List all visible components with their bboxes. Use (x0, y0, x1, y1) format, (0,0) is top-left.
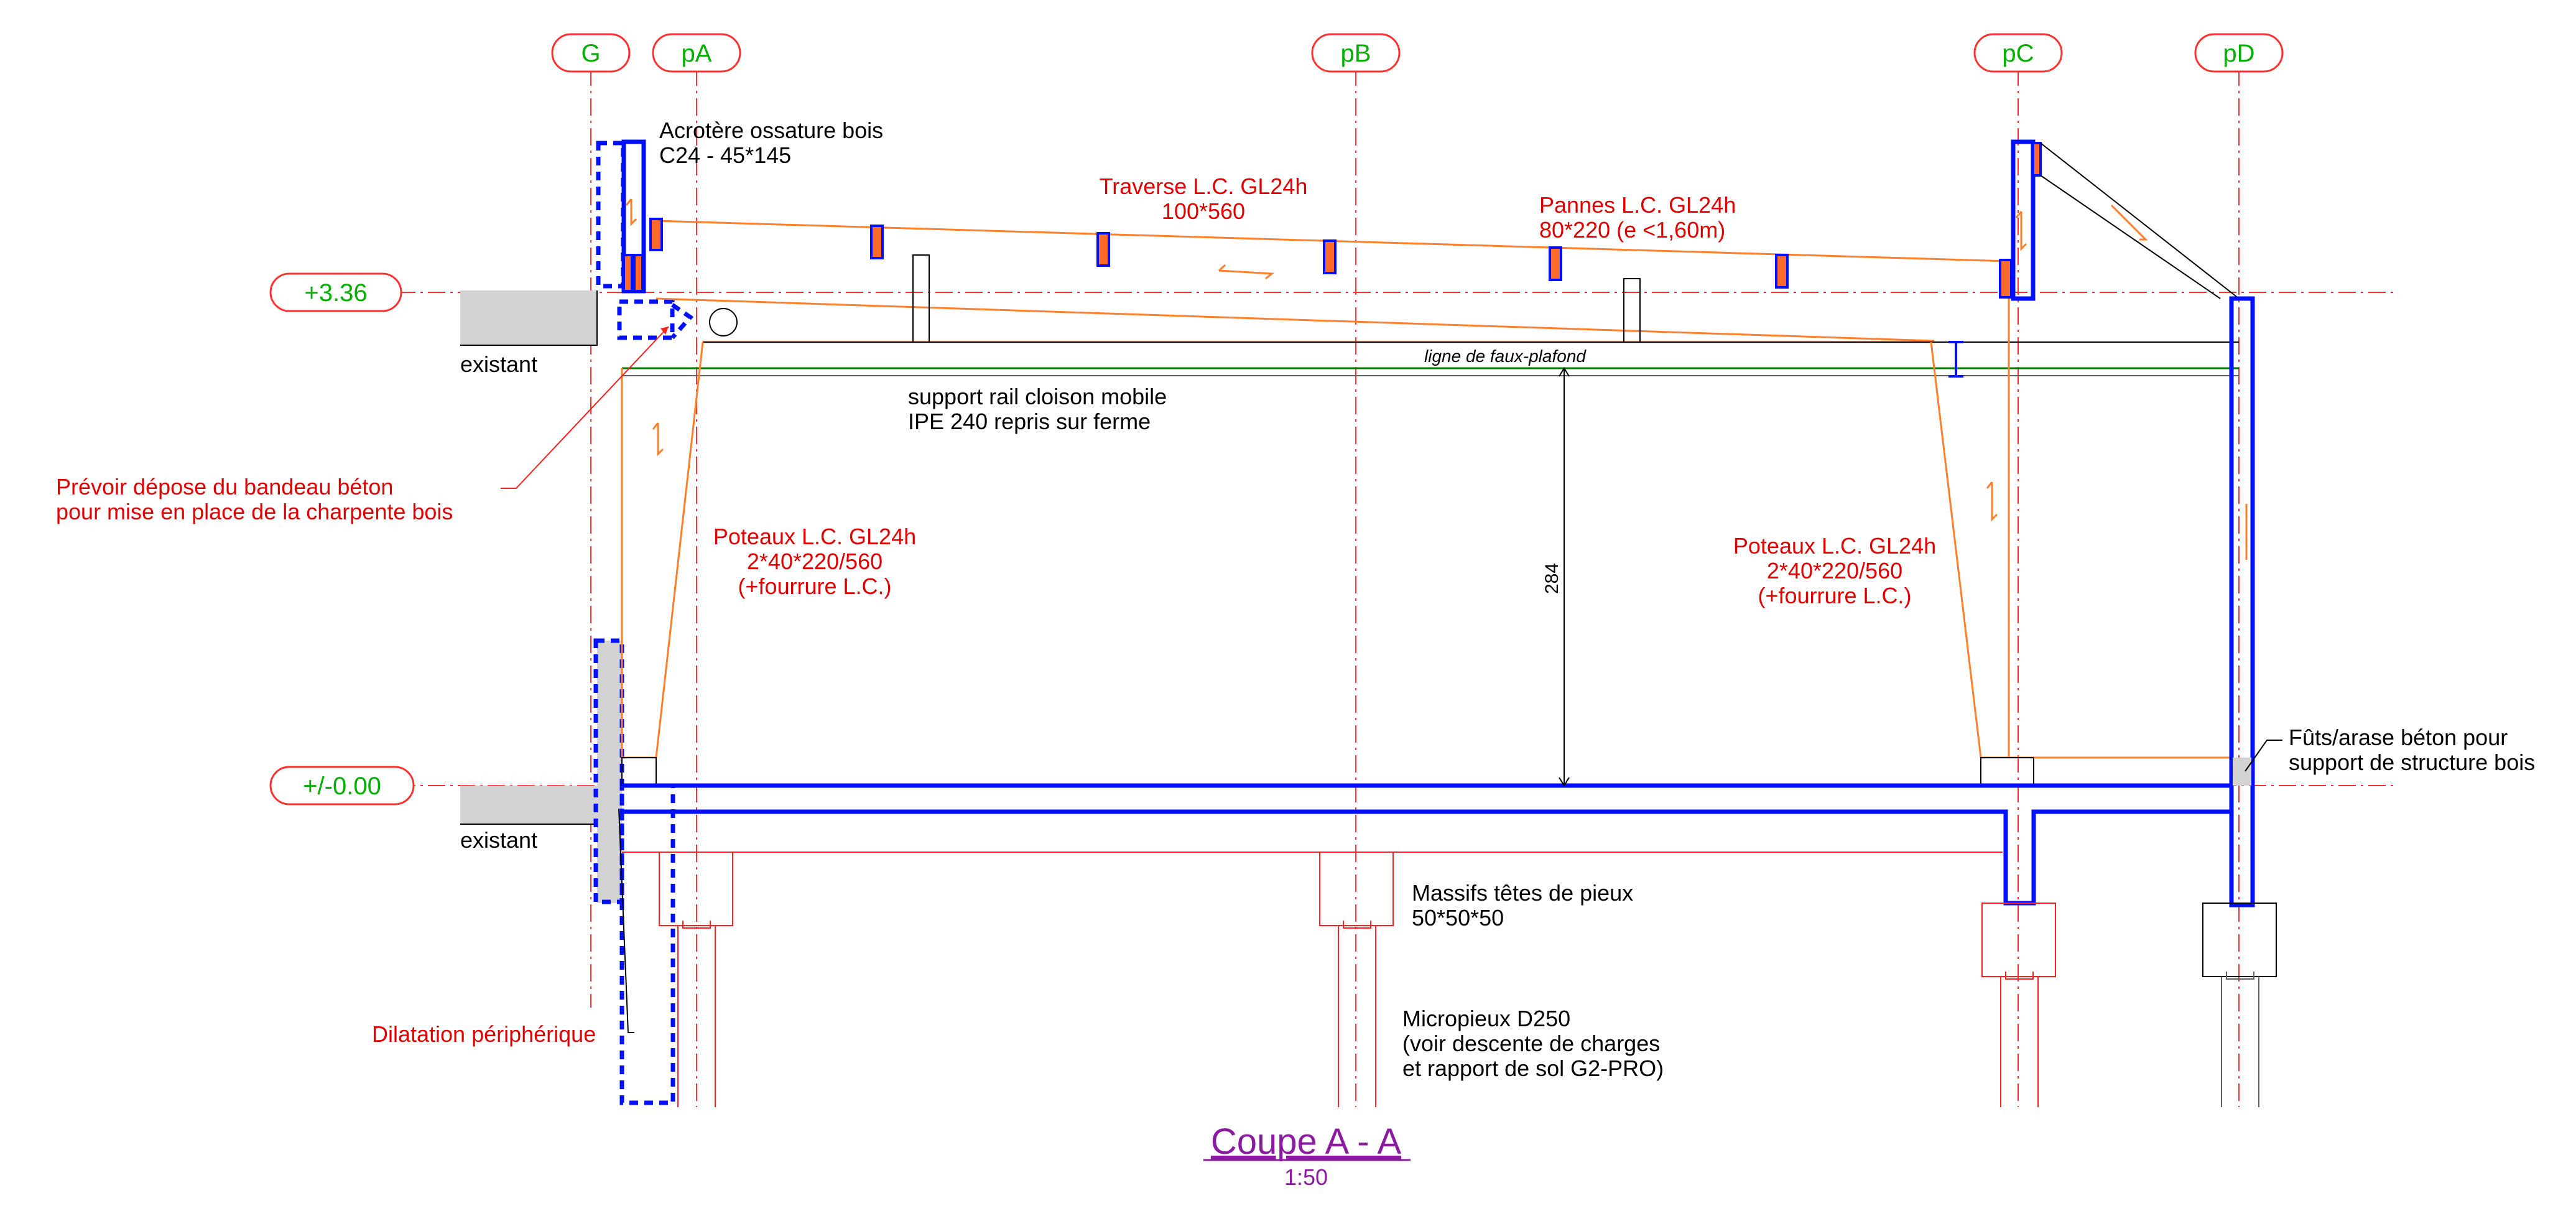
level-bubble-ground: +/-0.00 (269, 766, 415, 805)
micropiles (677, 921, 2259, 1107)
grid-label-pC: pC (2002, 40, 2034, 67)
roof-beam (656, 220, 2009, 343)
level-bubble-top: +3.36 (269, 272, 402, 312)
existant-bottom-label: existant (460, 827, 537, 853)
traverse-label-1: Traverse L.C. GL24h (1100, 174, 1308, 199)
level-ground-label: +/-0.00 (303, 773, 381, 800)
leader-lines (501, 326, 2282, 1033)
micropieux-label-3: et rapport de sol G2-PRO) (1402, 1056, 1664, 1081)
poteaux-left-label-2: 2*40*220/560 (747, 549, 883, 574)
depose-label-2: pour mise en place de la charpente bois (56, 499, 453, 524)
ceiling-line (622, 341, 2239, 376)
grid-label-pB: pB (1341, 40, 1371, 67)
ipe-beam-icon (1948, 341, 1963, 378)
acrotere-label-1: Acrotère ossature bois (659, 118, 883, 143)
parapet-right (2011, 139, 2255, 907)
acrotere-label-2: C24 - 45*145 (659, 142, 791, 168)
grid-label-pD: pD (2223, 40, 2254, 67)
grid-bubble-pA: pA (652, 33, 741, 73)
posts-small (912, 254, 1641, 343)
poteaux-left-label-1: Poteaux L.C. GL24h (713, 524, 916, 549)
purlins (649, 218, 2013, 299)
rail-label-2: IPE 240 repris sur ferme (908, 409, 1151, 434)
column-right (1930, 299, 2233, 786)
height-dimension: 284 (1542, 367, 1570, 787)
grid-bubble-pC: pC (1973, 33, 2063, 73)
poteaux-right-label-3: (+fourrure L.C.) (1758, 583, 1911, 608)
micropieux-label-1: Micropieux D250 (1402, 1006, 1570, 1031)
grid-label-G: G (581, 40, 600, 67)
faux-plafond-label: ligne de faux-plafond (1424, 346, 1587, 366)
grid-bubble-G: G (551, 33, 631, 73)
level-top-label: +3.36 (304, 279, 367, 307)
traverse-label-2: 100*560 (1162, 198, 1245, 224)
dilatation-label: Dilatation périphérique (372, 1021, 596, 1047)
massifs-label-2: 50*50*50 (1412, 905, 1504, 931)
section-title: Coupe A - A (1211, 1121, 1402, 1162)
depose-label-1: Prévoir dépose du bandeau béton (56, 474, 393, 499)
pannes-label-2: 80*220 (e <1,60m) (1539, 217, 1725, 243)
poteaux-left-label-3: (+fourrure L.C.) (738, 573, 891, 599)
grid-bubble-pB: pB (1311, 33, 1401, 73)
pile-caps (659, 852, 2277, 977)
micropieux-label-2: (voir descente de charges (1402, 1031, 1660, 1056)
existing-structure-top (460, 290, 598, 346)
existing-structure-ground (460, 641, 622, 903)
grid-bubble-pD: pD (2194, 33, 2284, 73)
grid-label-pA: pA (682, 40, 712, 67)
massifs-label-1: Massifs têtes de pieux (1412, 880, 1633, 906)
futs-label-1: Fûts/arase béton pour (2289, 725, 2508, 750)
level-axes (398, 292, 2394, 786)
grain-arrows (625, 198, 2248, 560)
column-left (621, 341, 704, 786)
dimension-284: 284 (1542, 563, 1562, 594)
rail-label-1: support rail cloison mobile (908, 384, 1167, 409)
poteaux-right-label-2: 2*40*220/560 (1767, 558, 1902, 583)
futs-label-2: support de structure bois (2289, 750, 2535, 775)
existant-top-label: existant (460, 351, 537, 377)
pannes-label-1: Pannes L.C. GL24h (1539, 192, 1736, 218)
parapet-left (621, 139, 646, 294)
poteaux-right-label-1: Poteaux L.C. GL24h (1733, 533, 1936, 559)
section-scale: 1:50 (1284, 1164, 1328, 1190)
